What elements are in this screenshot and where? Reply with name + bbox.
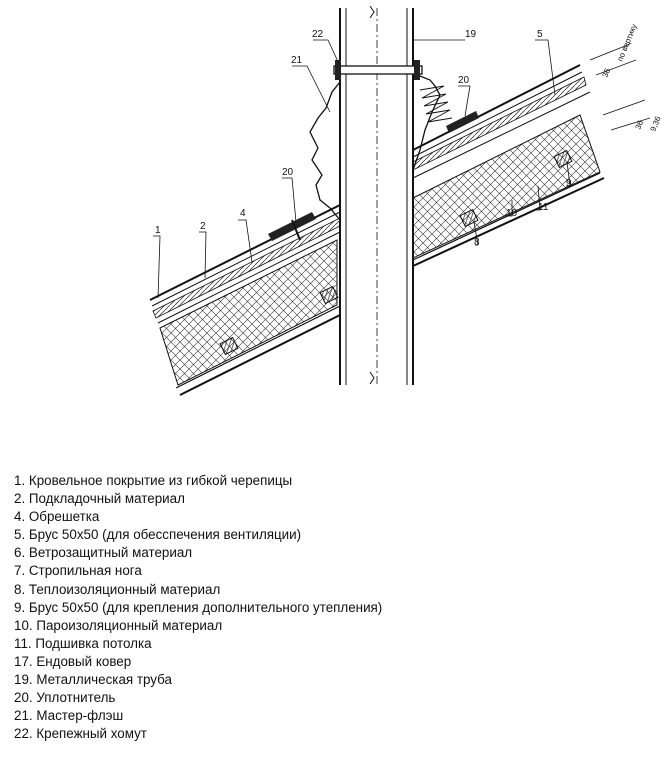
left-roof-section bbox=[149, 204, 341, 396]
callout-22: 22 bbox=[312, 29, 324, 40]
legend-item: 7. Стропильная нога bbox=[14, 563, 142, 579]
dim-36-bottom: 36 bbox=[634, 119, 646, 131]
callout-21: 21 bbox=[291, 55, 303, 66]
callout-11: 11 bbox=[538, 202, 549, 213]
callout-labels: 22 19 21 5 20 20 4 2 1 9 11 10 8 bbox=[155, 29, 572, 248]
right-roof-covering bbox=[412, 64, 581, 151]
right-roof-section bbox=[412, 43, 651, 267]
callout-10: 10 bbox=[506, 208, 518, 219]
dim-vertical-note: по вертику bbox=[616, 23, 639, 63]
dim-9-36: 9,36 bbox=[649, 114, 663, 132]
right-sealant bbox=[446, 111, 479, 133]
legend-item: 2. Подкладочный материал bbox=[14, 491, 185, 507]
legend-item: 4. Обрешетка bbox=[14, 509, 100, 525]
leader-lines bbox=[153, 39, 571, 299]
right-beam bbox=[459, 208, 479, 228]
callout-20-right: 20 bbox=[458, 75, 470, 86]
left-beam bbox=[219, 336, 239, 356]
fixing-clamp bbox=[333, 60, 423, 80]
legend-item: 1. Кровельное покрытие из гибкой черепиц… bbox=[14, 473, 293, 488]
left-sealant bbox=[268, 212, 316, 241]
legend-item: 21. Мастер-флэш bbox=[14, 708, 124, 724]
legend-item: 10. Пароизоляционный материал bbox=[14, 617, 223, 633]
callout-20-left: 20 bbox=[282, 167, 294, 178]
legend-item: 22. Крепежный хомут bbox=[14, 726, 147, 742]
left-vapor-barrier bbox=[175, 305, 341, 389]
callout-5: 5 bbox=[537, 29, 543, 40]
metal-pipe bbox=[339, 5, 414, 385]
callout-19: 19 bbox=[465, 29, 477, 40]
left-ceiling-lining bbox=[179, 314, 341, 396]
right-wind-membrane bbox=[412, 91, 591, 179]
legend-item: 20. Уплотнитель bbox=[14, 690, 116, 706]
legend-item: 9. Брус 50х50 (для крепления дополнитель… bbox=[14, 599, 383, 615]
legend-item: 8. Теплоизоляционный материал bbox=[14, 581, 221, 597]
legend-item: 19. Металлическая труба bbox=[14, 672, 172, 688]
legend-item: 5. Брус 50х50 (для обесспечения вентиляц… bbox=[14, 527, 302, 543]
legend-item: 11. Подшивка потолка bbox=[14, 635, 152, 651]
master-flash-folds bbox=[419, 85, 453, 123]
roof-pipe-penetration-drawing: 22 19 21 5 20 20 4 2 1 9 11 10 8 по верт… bbox=[149, 5, 663, 396]
left-wind-membrane bbox=[157, 231, 341, 324]
callout-1: 1 bbox=[155, 225, 161, 236]
right-ceiling-lining bbox=[412, 177, 605, 267]
dimension-labels: по вертику 36 36 9,36 bbox=[601, 23, 663, 133]
dim-36-top: 36 bbox=[601, 67, 613, 79]
legend-list: 1. Кровельное покрытие из гибкой черепиц… bbox=[14, 472, 382, 743]
callout-4: 4 bbox=[240, 208, 246, 219]
legend-item: 17. Ендовый ковер bbox=[14, 653, 132, 669]
right-vapor-barrier bbox=[412, 172, 601, 261]
legend-item: 6. Ветрозащитный материал bbox=[14, 545, 193, 561]
left-insulation bbox=[159, 239, 338, 386]
callout-2: 2 bbox=[200, 221, 206, 232]
callout-9: 9 bbox=[566, 178, 572, 189]
left-beam bbox=[319, 285, 339, 305]
callout-8: 8 bbox=[474, 237, 480, 248]
left-underlay bbox=[151, 211, 341, 307]
